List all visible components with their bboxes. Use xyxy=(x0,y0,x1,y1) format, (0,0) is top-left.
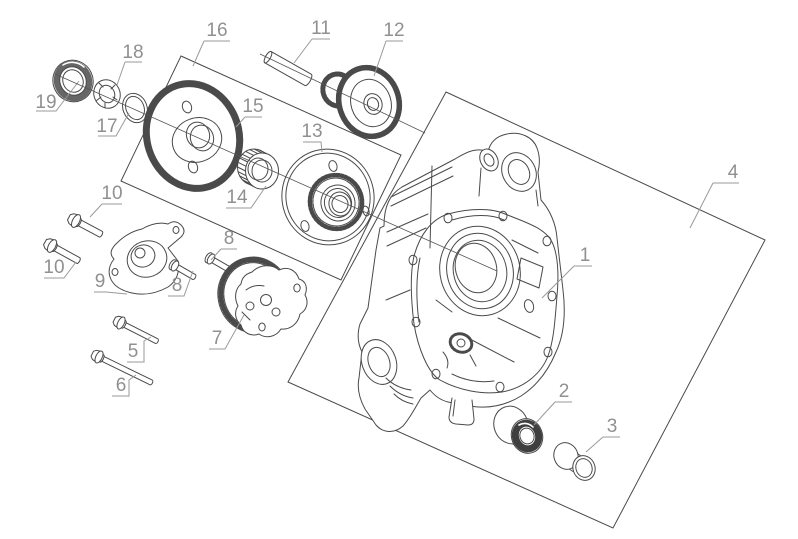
callout-18: 18 xyxy=(122,42,143,63)
part-bolt-10b xyxy=(43,238,81,264)
leader-9 xyxy=(94,291,128,295)
leader-17 xyxy=(98,112,130,137)
leader-3 xyxy=(585,436,620,453)
callout-11: 11 xyxy=(311,18,331,39)
callout-10a: 10 xyxy=(101,183,122,204)
leader-16 xyxy=(192,40,230,67)
leader-10a xyxy=(89,203,122,218)
leader-15 xyxy=(235,116,262,128)
part-oil-pump xyxy=(217,256,308,338)
leader-8a xyxy=(210,248,237,261)
callout-10b: 10 xyxy=(43,257,64,278)
callout-3: 3 xyxy=(607,416,618,437)
part-oil-seal xyxy=(52,59,94,103)
callout-2: 2 xyxy=(559,381,570,402)
callout-6: 6 xyxy=(116,375,127,396)
leader-8b xyxy=(168,270,194,297)
part-one-way-clutch xyxy=(281,148,375,246)
callout-16: 16 xyxy=(206,20,227,41)
part-pump-cover xyxy=(108,221,185,295)
leader-7 xyxy=(209,314,245,350)
part-washer xyxy=(122,92,148,124)
leader-5 xyxy=(127,336,152,363)
leader-11 xyxy=(293,38,330,64)
leader-4 xyxy=(689,182,739,229)
callout-8b: 8 xyxy=(172,275,183,296)
crankcase-assembly-panel xyxy=(287,91,766,529)
callout-7: 7 xyxy=(212,328,223,349)
callout-19: 19 xyxy=(35,92,56,113)
leader-6 xyxy=(112,374,137,397)
callout-4: 4 xyxy=(728,162,739,183)
part-bolt-6 xyxy=(90,349,154,386)
leader-13 xyxy=(303,141,323,153)
part-idler-double-gear xyxy=(320,64,403,140)
part-needle-bearing xyxy=(237,148,279,190)
part-crankcase xyxy=(357,132,565,432)
part-bearing xyxy=(493,405,544,454)
part-pin xyxy=(263,50,313,87)
leader-14 xyxy=(226,185,267,209)
gear-assembly-panel xyxy=(120,55,402,281)
leader-2 xyxy=(533,401,572,426)
part-lock-washer xyxy=(93,79,121,109)
callout-1: 1 xyxy=(580,245,591,266)
callout-8a: 8 xyxy=(224,228,235,249)
main-axis-centerline xyxy=(54,73,498,272)
callout-14: 14 xyxy=(226,187,248,208)
leader-19 xyxy=(36,80,80,112)
callout-15: 15 xyxy=(242,96,263,117)
part-bolt-10a xyxy=(67,213,104,238)
callout-13: 13 xyxy=(301,121,322,142)
callout-numbers: 19 18 17 16 15 11 12 13 14 10 10 9 8 8 5… xyxy=(35,18,738,437)
callout-5: 5 xyxy=(128,341,139,362)
leader-1 xyxy=(541,265,592,299)
callout-leaders xyxy=(36,38,739,453)
part-bolt-5 xyxy=(112,315,159,345)
leader-12 xyxy=(373,40,403,77)
part-bushing xyxy=(553,442,596,481)
leader-18 xyxy=(116,61,142,86)
part-screw-8b xyxy=(168,259,197,280)
callout-9: 9 xyxy=(95,271,106,292)
idler-axis-centerline xyxy=(259,53,426,134)
callout-17: 17 xyxy=(96,116,117,137)
callout-12: 12 xyxy=(383,20,404,41)
leader-10b xyxy=(44,261,77,279)
part-primary-gear xyxy=(142,80,244,192)
